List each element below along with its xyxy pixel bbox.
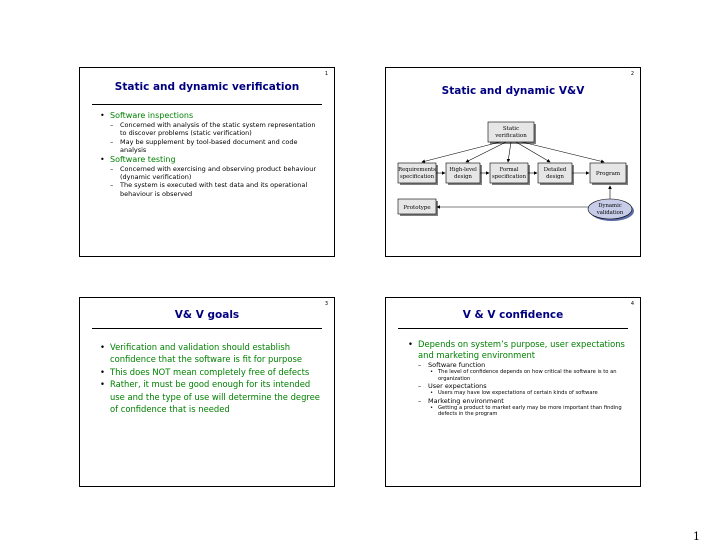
bullet-item: The level of confidence depends on how c… [408, 369, 628, 382]
bullet-item: Concerned with analysis of the static sy… [100, 121, 320, 138]
box-label: Requirements [398, 167, 436, 173]
slide-1: 1 Static and dynamic verification Softwa… [79, 67, 335, 257]
box-label: Program [596, 171, 621, 177]
bullet-item: Software function [408, 361, 628, 370]
static-verification-node: Static verification [487, 121, 536, 144]
static-label-1: Static [503, 126, 519, 132]
box-label: specification [400, 174, 435, 180]
static-label-2: verification [494, 133, 527, 139]
bullet-item: Getting a product to market early may be… [408, 405, 628, 418]
bullet-item: Software testing [100, 155, 320, 165]
vv-diagram: Static verification Requirements specifi… [397, 121, 634, 221]
detailed-design-node: Detailed design [537, 162, 574, 185]
bullet-item: The system is executed with test data an… [100, 181, 320, 198]
slide-3: 3 V& V goals Verification and validation… [79, 297, 335, 487]
box-label: Detailed [544, 167, 567, 173]
slide-title: V& V goals [174, 309, 240, 321]
dynamic-validation-node: Dynamic validation [587, 198, 634, 221]
slide-title: V & V confidence [462, 309, 564, 321]
dynamic-label-1: Dynamic [598, 203, 622, 209]
prototype-label: Prototype [403, 205, 430, 211]
bullet-item: Marketing environment [408, 397, 628, 406]
slide-number: 1 [324, 71, 328, 77]
formal-specification-node: Formal specification [489, 162, 530, 185]
bullet-item: User expectations [408, 382, 628, 391]
slide-number: 2 [630, 71, 634, 77]
bullet-item: May be supplement by tool-based document… [100, 138, 320, 155]
bullet-item: Depends on system’s purpose, user expect… [408, 339, 628, 361]
bullet-list: Software inspections Concerned with anal… [100, 111, 320, 198]
bullet-list: Depends on system’s purpose, user expect… [408, 339, 628, 418]
requirements-specification-node: Requirements specification [397, 162, 438, 185]
bullet-item: Concerned with exercising and observing … [100, 165, 320, 182]
slide-number: 3 [324, 301, 328, 307]
dynamic-label-2: validation [596, 210, 624, 216]
process-boxes: Requirements specification High-level de… [397, 162, 628, 185]
box-label: design [454, 174, 472, 180]
static-arrows [421, 141, 605, 164]
box-label: design [546, 174, 564, 180]
dynamic-arrows [436, 185, 612, 209]
slide-number: 4 [630, 301, 634, 307]
box-label: Formal [500, 167, 519, 173]
title-divider [92, 328, 322, 329]
bullet-item: Users may have low expectations of certa… [408, 390, 628, 397]
bullet-item: Software inspections [100, 111, 320, 121]
bullet-item: Rather, it must be good enough for its i… [100, 378, 322, 415]
box-label: High-level [449, 167, 477, 173]
slide-title: Static and dynamic verification [114, 81, 300, 93]
program-node: Program [589, 162, 628, 185]
slide-2: 2 Static and dynamic V&V Static verifica… [385, 67, 641, 257]
slide-title: Static and dynamic V&V [441, 85, 585, 97]
slide-4: 4 V & V confidence Depends on system’s p… [385, 297, 641, 487]
title-divider [398, 328, 628, 329]
box-label: specification [492, 174, 527, 180]
high-level-design-node: High-level design [445, 162, 482, 185]
bullet-item: This does NOT mean completely free of de… [100, 366, 322, 379]
page-number: 1 [693, 530, 700, 543]
bullet-list: Verification and validation should estab… [100, 341, 322, 415]
bullet-item: Verification and validation should estab… [100, 341, 322, 366]
prototype-node: Prototype [397, 198, 438, 216]
title-divider [92, 104, 322, 105]
